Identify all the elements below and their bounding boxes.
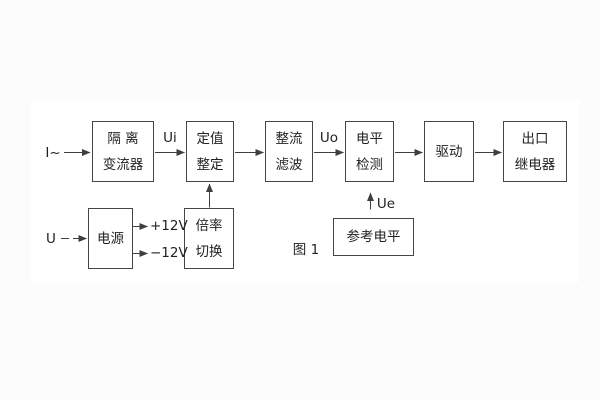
label-input-voltage: U bbox=[46, 231, 56, 247]
block-isolation-transformer: 隔 离 变流器 bbox=[92, 121, 154, 182]
block-isolation-line2: 变流器 bbox=[102, 156, 144, 173]
block-reference-level: 参考电平 bbox=[333, 218, 414, 256]
label-uo: Uo bbox=[319, 130, 339, 146]
block-setting: 定值 整定 bbox=[186, 121, 234, 182]
block-reference-line1: 参考电平 bbox=[346, 229, 401, 245]
block-relay-line2: 继电器 bbox=[514, 156, 556, 173]
block-power-supply: 电源 bbox=[88, 208, 133, 269]
block-output-relay: 出口 继电器 bbox=[503, 121, 567, 182]
label-ue: Ue bbox=[376, 196, 396, 212]
figure-caption: 图 1 bbox=[292, 242, 320, 258]
block-isolation-line1: 隔 离 bbox=[107, 130, 139, 147]
block-ratio-line1: 倍率 bbox=[195, 217, 223, 234]
block-rectify-line2: 滤波 bbox=[275, 156, 303, 173]
block-drive-line1: 驱动 bbox=[435, 143, 463, 160]
label-plus-12v: +12V bbox=[150, 218, 188, 234]
block-rectify-filter: 整流 滤波 bbox=[265, 121, 313, 182]
block-level-detect: 电平 检测 bbox=[345, 121, 394, 182]
block-ratio-line2: 切换 bbox=[195, 243, 223, 260]
block-level-line2: 检测 bbox=[356, 156, 383, 173]
label-input-current: I~ bbox=[45, 145, 61, 161]
block-drive: 驱动 bbox=[424, 121, 474, 182]
block-rectify-line1: 整流 bbox=[275, 130, 303, 147]
label-minus-12v: −12V bbox=[150, 245, 188, 261]
block-setting-line2: 整定 bbox=[196, 156, 224, 173]
block-setting-line1: 定值 bbox=[196, 130, 224, 147]
block-ratio-switch: 倍率 切换 bbox=[184, 208, 234, 269]
block-relay-line1: 出口 bbox=[521, 130, 549, 147]
block-power-line1: 电源 bbox=[97, 230, 124, 247]
label-ui: Ui bbox=[163, 130, 177, 146]
diagram-panel bbox=[31, 100, 579, 283]
block-level-line1: 电平 bbox=[356, 130, 383, 147]
